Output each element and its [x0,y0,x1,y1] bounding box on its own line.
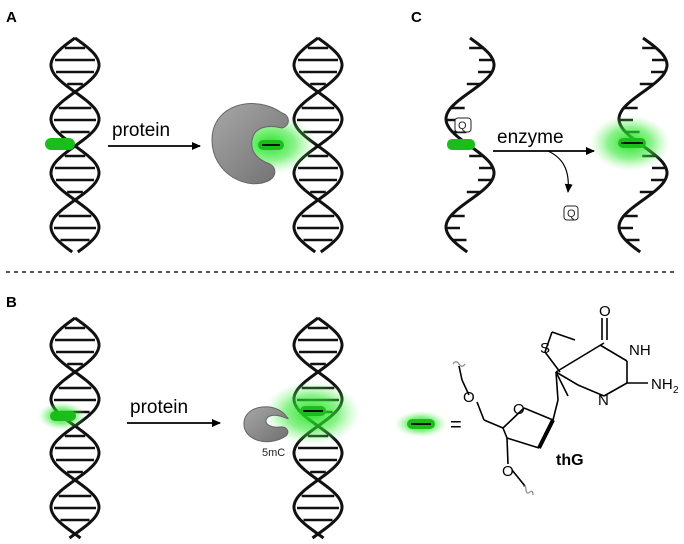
dna-strand [292,36,344,254]
arrow-label-b: protein [130,397,188,418]
released-quencher-label: Q [567,208,576,220]
atom-carbonyl-o: O [599,303,611,320]
panel-b-letter: B [6,294,17,311]
panel-a-letter: A [6,9,17,26]
wavy-bond-5prime [452,361,466,367]
compound-name: thG [556,452,584,469]
atom-ring-o: O [513,401,525,418]
quencher-c-box [454,117,472,133]
atom-o-5prime: O [463,389,475,406]
atom-nh2-subscript: 2 [673,385,679,396]
dna-helix-a-left [49,36,101,254]
wavy-bond-3prime [522,485,534,496]
fluorophore-c [447,139,475,150]
panel-c-letter: C [411,9,422,26]
dna-helix-a-right [292,36,344,254]
atom-nh: NH [629,342,651,359]
atom-n-ring: N [598,392,609,409]
protein-b [243,406,289,443]
dna-strand [292,36,344,254]
dna-strand [49,316,101,540]
dna-strand [49,36,101,254]
arrow-label-a: protein [112,120,170,141]
released-quencher-box [563,205,579,221]
atom-o-3prime: O [502,463,514,480]
release-arrow-c [547,150,573,193]
thg-structure [458,318,648,487]
arrow-label-c: enzyme [497,127,564,148]
quencher-c-label: Q [458,120,467,132]
fluorophore-a [45,138,75,150]
fluorophore-b-left [50,411,76,421]
atom-nh2: NH [651,376,673,393]
protein-a [211,103,289,185]
mark-label-5mc: 5mC [262,447,285,459]
equals-sign: = [450,414,462,436]
atom-s: S [540,340,550,357]
